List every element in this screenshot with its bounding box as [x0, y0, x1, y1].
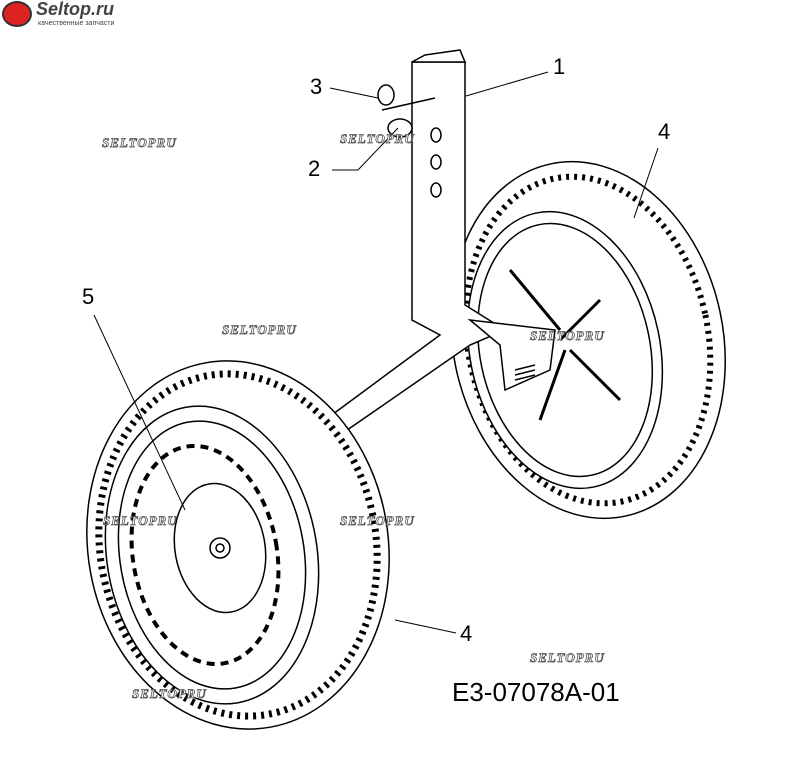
- rear-wheel: [449, 160, 727, 520]
- watermark: SELTOPRU: [530, 328, 605, 344]
- seltop-logo[interactable]: Seltop.ru качественные запчасти: [2, 0, 162, 30]
- front-wheel: [86, 360, 390, 730]
- callout-3: 3: [310, 74, 323, 99]
- logo-name: Seltop.ru: [36, 0, 115, 19]
- fist-logo-icon: [2, 1, 32, 27]
- callout-4-front: 4: [460, 621, 473, 646]
- stand-frame: [323, 49, 556, 436]
- logo-tagline: качественные запчасти: [38, 20, 115, 27]
- callout-4-rear: 4: [658, 119, 671, 144]
- callout-1: 1: [553, 54, 566, 79]
- watermark: SELTOPRU: [222, 322, 297, 338]
- part-code: E3-07078A-01: [452, 677, 620, 707]
- watermark: SELTOPRU: [530, 650, 605, 666]
- callout-5: 5: [82, 284, 95, 309]
- leader-lines: [93, 71, 659, 634]
- watermark: SELTOPRU: [103, 513, 178, 529]
- watermark: SELTOPRU: [340, 131, 415, 147]
- watermark: SELTOPRU: [102, 135, 177, 151]
- watermark: SELTOPRU: [340, 513, 415, 529]
- callout-2: 2: [308, 156, 321, 181]
- watermark: SELTOPRU: [132, 686, 207, 702]
